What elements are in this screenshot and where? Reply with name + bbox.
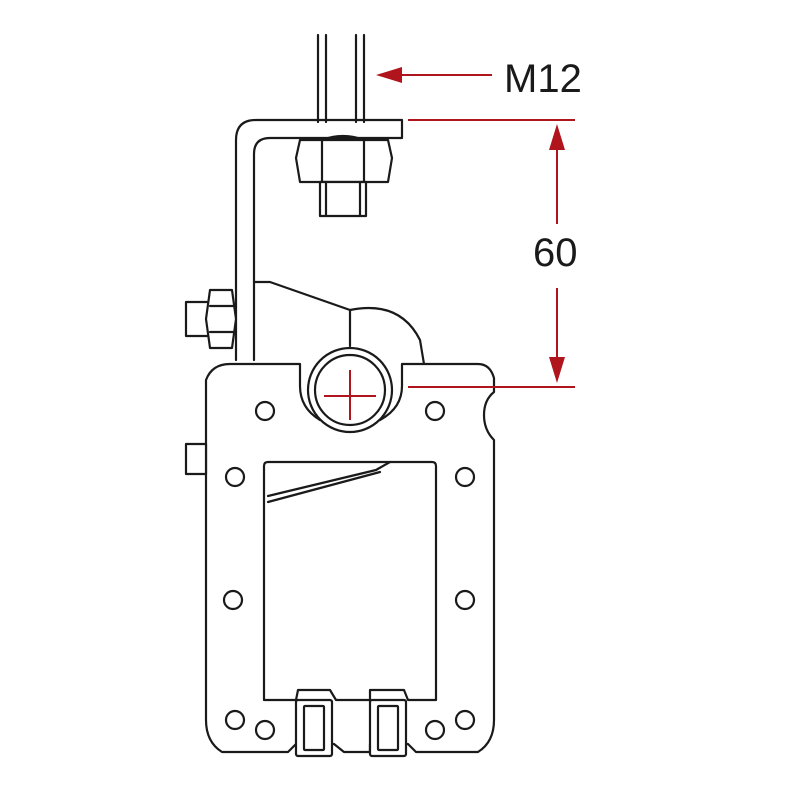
left-tab <box>184 442 208 476</box>
dimension-arrow-bottom <box>549 357 565 383</box>
bottom-slots <box>294 698 408 758</box>
hex-nut <box>294 134 394 218</box>
distance-dimension <box>408 119 575 388</box>
distance-label: 60 <box>533 231 578 275</box>
thread-label: M12 <box>504 57 582 101</box>
l-bracket <box>234 118 404 362</box>
inner-window <box>262 460 438 702</box>
thread-callout <box>376 67 492 83</box>
dimension-arrow-top <box>549 124 565 150</box>
side-bolt <box>184 288 238 350</box>
center-mark <box>324 370 376 420</box>
threaded-rod <box>316 33 366 124</box>
mounting-holes <box>222 400 476 741</box>
inner-wedge <box>266 460 392 504</box>
clamp-wedge <box>252 280 426 366</box>
